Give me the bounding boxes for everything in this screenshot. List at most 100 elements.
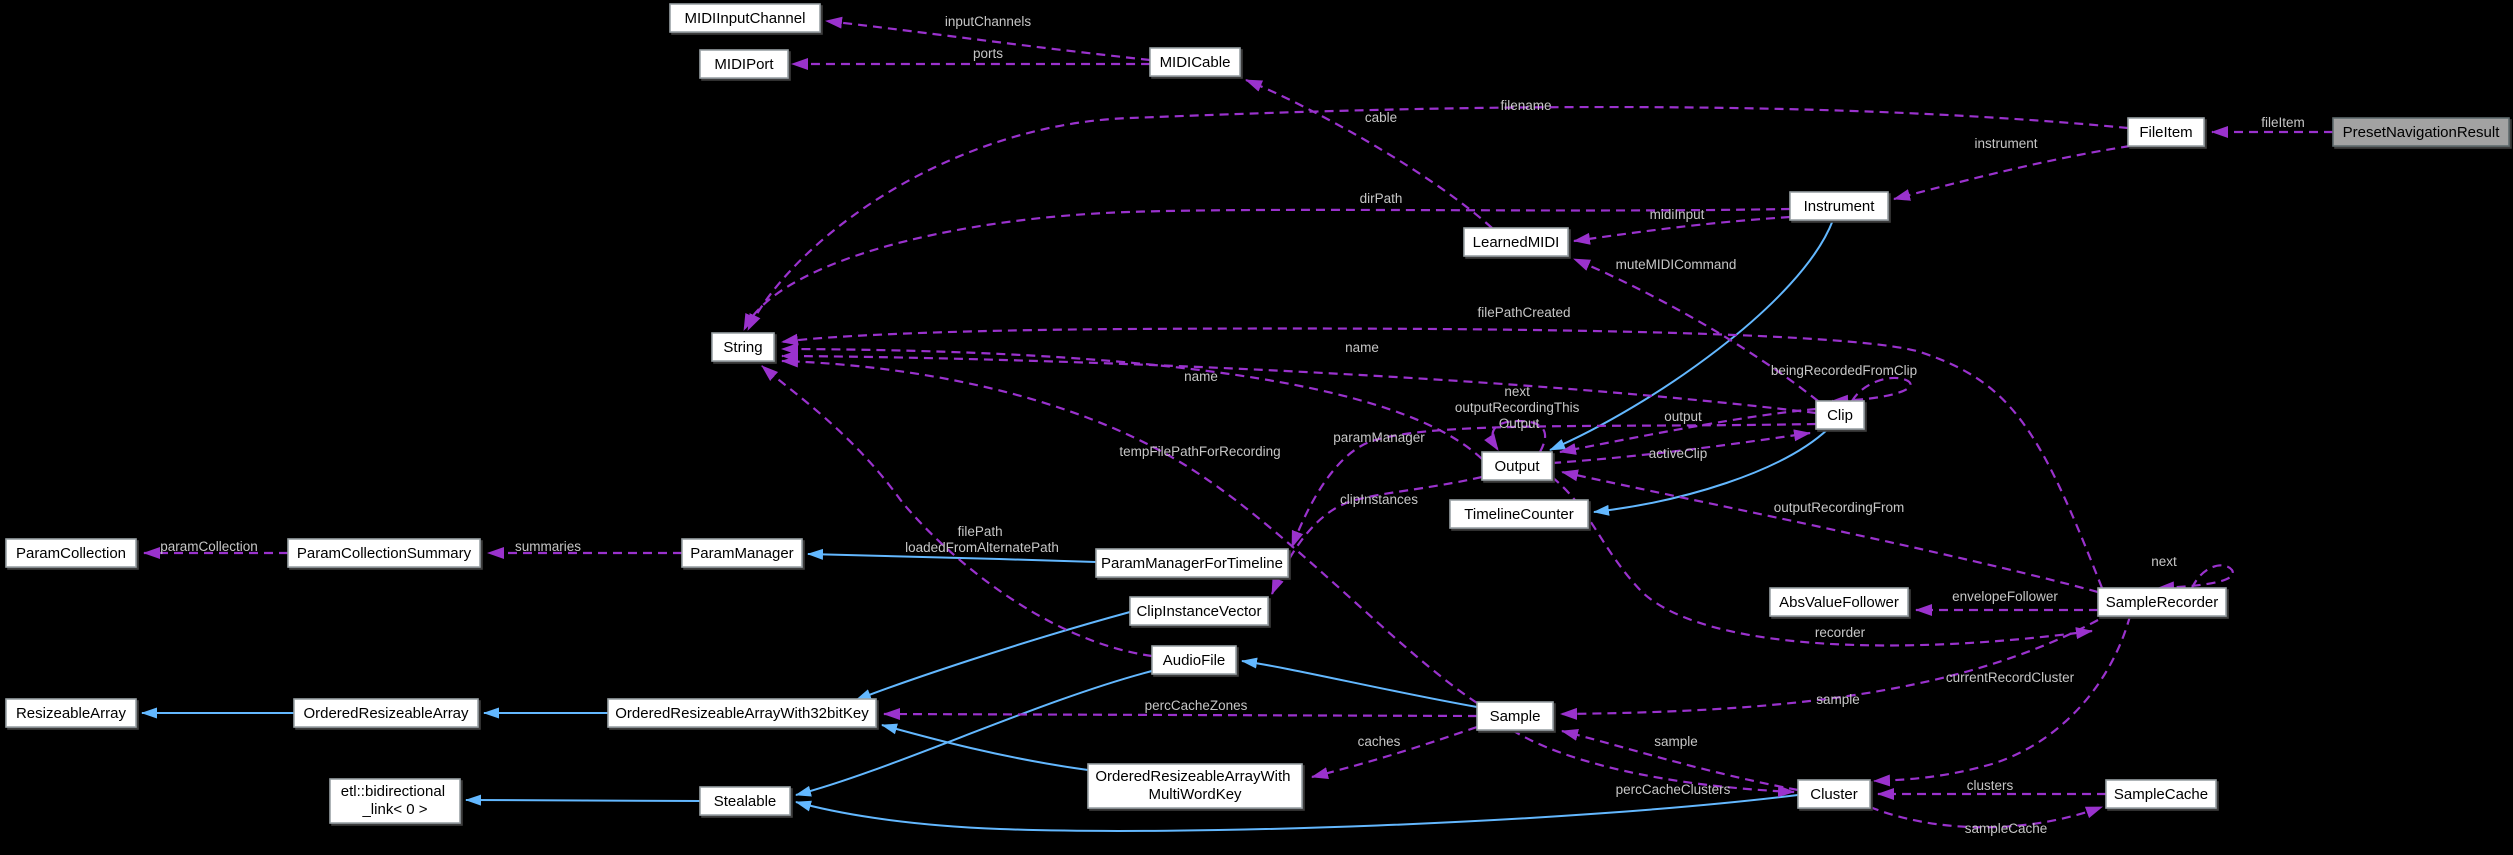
edge-label-samplecache: sampleCache	[1965, 821, 2048, 836]
node-clip[interactable]: Clip	[1815, 400, 1865, 430]
node-orderedresizeablearraywith32bitkey[interactable]: OrderedResizeableArrayWith32bitKey	[607, 698, 877, 728]
edge-label-filename: filename	[1500, 98, 1551, 113]
node-label: AbsValueFollower	[1779, 594, 1899, 611]
node-label: SampleRecorder	[2106, 594, 2219, 611]
edge-label-cable: cable	[1365, 110, 1397, 125]
node-cluster[interactable]: Cluster	[1797, 779, 1871, 809]
edge-filename	[747, 105, 2129, 331]
node-etl-bidirectional-link[interactable]: etl::bidirectional _link< 0 >	[329, 778, 461, 824]
nodes: MIDIInputChannel MIDIPort MIDICable File…	[5, 3, 2510, 824]
edge-inputchannels	[825, 16, 1151, 62]
node-parammanagerfortimeline[interactable]: ParamManagerForTimeline	[1095, 548, 1289, 578]
edge-label-fileitem: fileItem	[2261, 115, 2305, 130]
node-label: ParamManager	[690, 545, 793, 562]
node-label: AudioFile	[1163, 652, 1226, 669]
edge-label-activeclip: activeClip	[1649, 446, 1708, 461]
edge-label-paramcollection: paramCollection	[160, 539, 258, 554]
node-label: Instrument	[1804, 198, 1876, 215]
edge-label-currentrecordcluster: currentRecordCluster	[1946, 670, 2075, 685]
node-midicable[interactable]: MIDICable	[1149, 47, 1241, 77]
node-sample[interactable]: Sample	[1476, 701, 1554, 731]
node-label: TimelineCounter	[1464, 506, 1574, 523]
node-resizeablearray[interactable]: ResizeableArray	[5, 698, 137, 728]
edge-parammanager	[1290, 422, 1817, 548]
edge-sample-recorder	[1560, 619, 2099, 720]
inherit-instrument-output	[1549, 219, 1834, 451]
edge-filepathcreated	[781, 327, 2104, 589]
node-orderedresizeablearraywithmultiwordkey[interactable]: OrderedResizeableArrayWith MultiWordKey	[1087, 763, 1303, 809]
edge-label-recorder: recorder	[1815, 625, 1866, 640]
edge-outputrecordingfrom	[1561, 469, 2099, 594]
node-label: String	[723, 339, 762, 356]
node-samplecache[interactable]: SampleCache	[2105, 779, 2217, 809]
node-label: MIDICable	[1160, 54, 1231, 71]
edge-label-clipinstances: clipInstances	[1340, 492, 1418, 507]
node-orderedresizeablearray[interactable]: OrderedResizeableArray	[293, 698, 479, 728]
edge-sample-cluster	[1561, 729, 1799, 792]
node-string[interactable]: String	[711, 332, 775, 362]
edge-label-dirpath: dirPath	[1360, 191, 1403, 206]
node-fileitem[interactable]: FileItem	[2127, 117, 2205, 147]
node-stealable[interactable]: Stealable	[699, 786, 791, 816]
node-audiofile[interactable]: AudioFile	[1151, 645, 1237, 675]
node-label: PresetNavigationResult	[2343, 124, 2501, 141]
node-label: Sample	[1490, 708, 1541, 725]
edge-labels: inputChannels ports cable filename fileI…	[160, 14, 2305, 836]
node-paramcollectionsummary[interactable]: ParamCollectionSummary	[287, 538, 481, 568]
node-label: ResizeableArray	[16, 705, 127, 722]
edge-cable	[1245, 78, 1493, 229]
node-label: Output	[1494, 458, 1540, 475]
node-label: MIDIInputChannel	[685, 10, 806, 27]
edge-perccacheclusters	[1511, 729, 1795, 798]
node-midiport[interactable]: MIDIPort	[699, 49, 789, 79]
inherit-clip-timelinecounter	[1593, 428, 1829, 516]
edge-label-next: next	[2151, 554, 2177, 569]
edge-perccachezones	[883, 708, 1478, 721]
edge-currentrecordcluster	[1873, 615, 2132, 787]
node-label: ParamCollection	[16, 545, 126, 562]
edge-output	[1559, 407, 1817, 455]
edge-label-sample-cluster: sample	[1654, 734, 1698, 749]
node-samplerecorder[interactable]: SampleRecorder	[2097, 587, 2227, 617]
inherit-audiofile-stealable	[795, 670, 1153, 797]
inherit-sample-audiofile	[1241, 657, 1478, 708]
inherit-mwk-ora32	[881, 723, 1089, 771]
node-label: OrderedResizeableArrayWith MultiWordKey	[1095, 768, 1294, 803]
edge-instrument	[1893, 144, 2131, 201]
edge-clipinstances	[1270, 475, 1483, 595]
node-paramcollection[interactable]: ParamCollection	[5, 538, 137, 568]
edge-label-mutemidicommand: muteMIDICommand	[1616, 257, 1737, 272]
edge-label-parammanager: paramManager	[1333, 430, 1425, 445]
edge-activeclip	[1551, 429, 1811, 465]
edge-next-samplerecorder	[2157, 564, 2234, 594]
edge-label-instrument: instrument	[1974, 136, 2037, 151]
edge-label-outputrecordingfrom: outputRecordingFrom	[1774, 500, 1905, 515]
edge-label-name-clip: name	[1184, 369, 1218, 384]
edge-next-outputrecordingthisoutput	[1484, 419, 1547, 453]
edge-label-filepathcreated: filePathCreated	[1477, 305, 1570, 320]
edge-label-clusters: clusters	[1967, 778, 2014, 793]
node-instrument[interactable]: Instrument	[1789, 191, 1889, 221]
node-presetnavigationresult[interactable]: PresetNavigationResult	[2332, 117, 2510, 147]
usage-edges	[143, 16, 2333, 829]
edge-label-midiinput: midiInput	[1650, 207, 1705, 222]
node-timelinecounter[interactable]: TimelineCounter	[1449, 499, 1589, 529]
inherit-cluster-stealable	[795, 794, 1799, 832]
edge-label-name-output: name	[1345, 340, 1379, 355]
edge-label-tempfilepathforrecording: tempFilePathForRecording	[1119, 444, 1280, 459]
edge-mutemidicommand	[1573, 257, 1819, 402]
node-clipinstancevector[interactable]: ClipInstanceVector	[1129, 596, 1269, 626]
inherit-stealable-etl	[465, 794, 701, 806]
edge-label-beingrecordedfromclip: beingRecordedFromClip	[1771, 363, 1917, 378]
node-output[interactable]: Output	[1481, 451, 1553, 481]
node-absvaluefollower[interactable]: AbsValueFollower	[1769, 587, 1909, 617]
node-parammanager[interactable]: ParamManager	[681, 538, 803, 568]
edge-label-output: output	[1664, 409, 1702, 424]
node-label: Clip	[1827, 407, 1853, 424]
inherit-pmft-parammanager	[807, 548, 1097, 563]
node-learnedmidi[interactable]: LearnedMIDI	[1463, 227, 1569, 257]
node-midiinputchannel[interactable]: MIDIInputChannel	[669, 3, 821, 33]
node-label: FileItem	[2139, 124, 2192, 141]
node-label: OrderedResizeableArray	[303, 705, 469, 722]
